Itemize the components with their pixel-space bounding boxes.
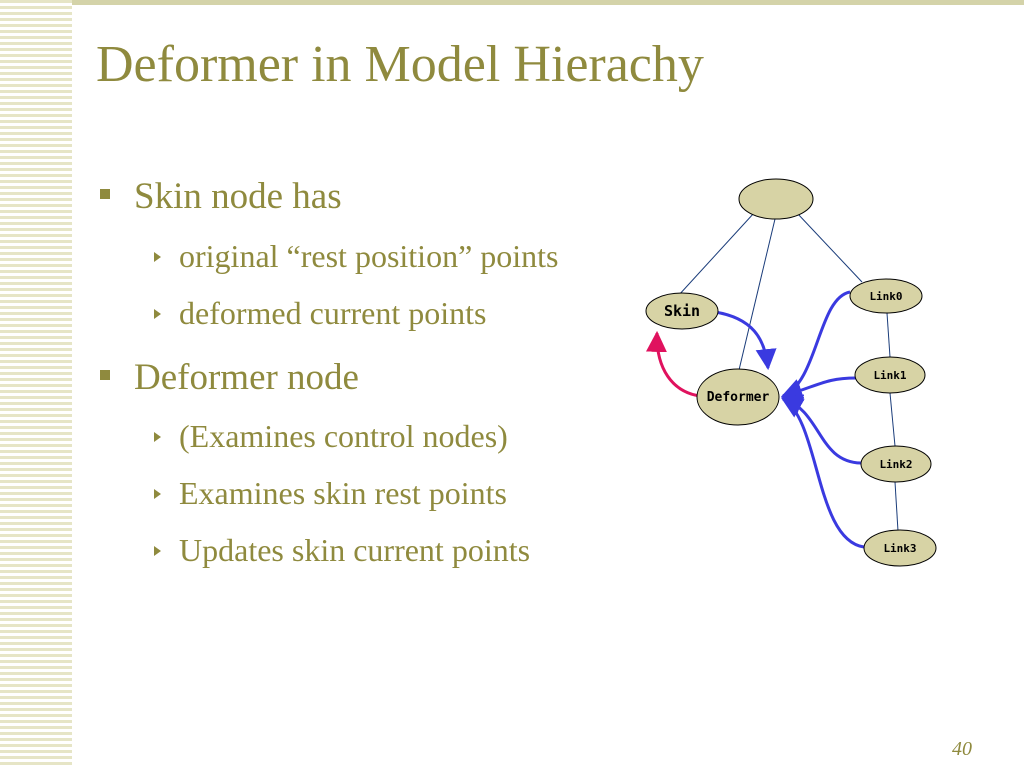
triangle-bullet-icon bbox=[154, 432, 161, 442]
bullet-text: Skin node has bbox=[134, 176, 342, 217]
edge-link1-link2 bbox=[889, 392, 896, 447]
edge-link0-link1 bbox=[886, 312, 891, 358]
edge-root-deformer bbox=[738, 218, 776, 371]
triangle-bullet-icon bbox=[154, 489, 161, 499]
triangle-bullet-icon bbox=[154, 252, 161, 262]
link2-node-label: Link2 bbox=[879, 458, 912, 471]
triangle-bullet-icon bbox=[154, 309, 161, 319]
sub-bullet-text: deformed current points bbox=[179, 295, 487, 331]
deformer-node: Deformer bbox=[696, 368, 780, 426]
link2-node: Link2 bbox=[860, 445, 932, 483]
sub-bullet-text: (Examines control nodes) bbox=[179, 418, 508, 454]
triangle-bullet-icon bbox=[154, 546, 161, 556]
skin-node: Skin bbox=[645, 292, 719, 330]
square-bullet-icon bbox=[100, 370, 110, 380]
slide-title: Deformer in Model Hierachy bbox=[96, 36, 704, 93]
arrow-deformer-to-skin bbox=[645, 330, 701, 398]
link3-node-label: Link3 bbox=[883, 542, 916, 555]
page-number: 40 bbox=[952, 738, 972, 760]
link3-node: Link3 bbox=[863, 529, 937, 567]
arrow-link3-to-deformer bbox=[781, 397, 865, 549]
top-rule bbox=[0, 0, 1024, 5]
link0-node: Link0 bbox=[849, 278, 923, 314]
deformer-node-label: Deformer bbox=[707, 390, 770, 405]
arrow-skin-to-deformer bbox=[714, 310, 777, 371]
sub-bullet-text: Updates skin current points bbox=[179, 532, 531, 568]
edge-link2-link3 bbox=[894, 481, 899, 532]
data-flow-arrows bbox=[645, 290, 865, 549]
bullet-text: Deformer node bbox=[134, 357, 359, 398]
tree-edges bbox=[677, 212, 899, 532]
link0-node-label: Link0 bbox=[869, 290, 902, 303]
link1-node: Link1 bbox=[854, 356, 926, 394]
left-stripe-decoration bbox=[0, 0, 72, 768]
sub-bullet-text: original “rest position” points bbox=[179, 238, 559, 274]
edge-root-skin bbox=[677, 212, 755, 297]
link1-node-label: Link1 bbox=[873, 369, 906, 382]
arrow-link2-to-deformer bbox=[781, 394, 862, 465]
skin-node-label: Skin bbox=[664, 302, 700, 320]
edge-root-link0 bbox=[796, 212, 863, 283]
sub-bullet-text: Examines skin rest points bbox=[179, 475, 507, 511]
square-bullet-icon bbox=[100, 189, 110, 199]
root-node bbox=[738, 178, 814, 220]
arrow-link1-to-deformer bbox=[780, 376, 857, 401]
